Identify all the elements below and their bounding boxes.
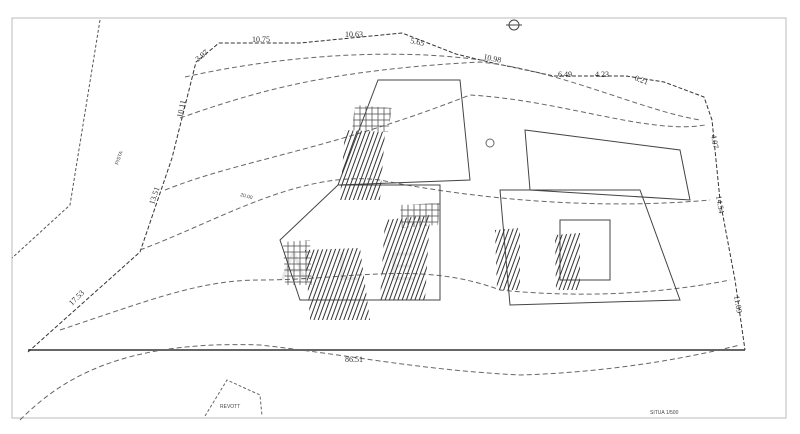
dim-label: 10.63 [345, 30, 363, 39]
road-label: PISTA [114, 150, 125, 166]
dim-label-bottom: 86.51 [345, 355, 363, 364]
plot-boundary [27, 32, 746, 353]
dim-label: 17.53 [67, 288, 86, 307]
scale-note: SITUA 1/500 [650, 410, 679, 416]
neighbor-outline [204, 379, 263, 417]
dim-label: 6.21 [633, 73, 649, 86]
dim-label: 4.07 [709, 134, 720, 149]
hatched-roofs [283, 105, 580, 320]
dim-label: 5.65 [410, 36, 426, 48]
road-edge [11, 19, 101, 259]
dim-label: 10.98 [483, 52, 502, 65]
dim-label: 10.75 [252, 35, 270, 44]
north-arrow-icon [485, 19, 522, 148]
dim-label: 14.54 [714, 195, 726, 214]
watermark: ALE [280, 245, 446, 289]
dim-label: 13.51 [147, 186, 161, 206]
dim-label: 6.49 [558, 70, 572, 79]
inner-dimension: 20.00 [239, 192, 253, 201]
dim-label: 10.11 [175, 99, 187, 118]
dim-label: 11.09 [732, 295, 744, 314]
drawing-frame [11, 17, 787, 419]
dim-label: 4.23 [595, 70, 609, 79]
dim-label: 3.97 [194, 48, 211, 64]
neighbor-label: REVOTT [220, 404, 240, 410]
